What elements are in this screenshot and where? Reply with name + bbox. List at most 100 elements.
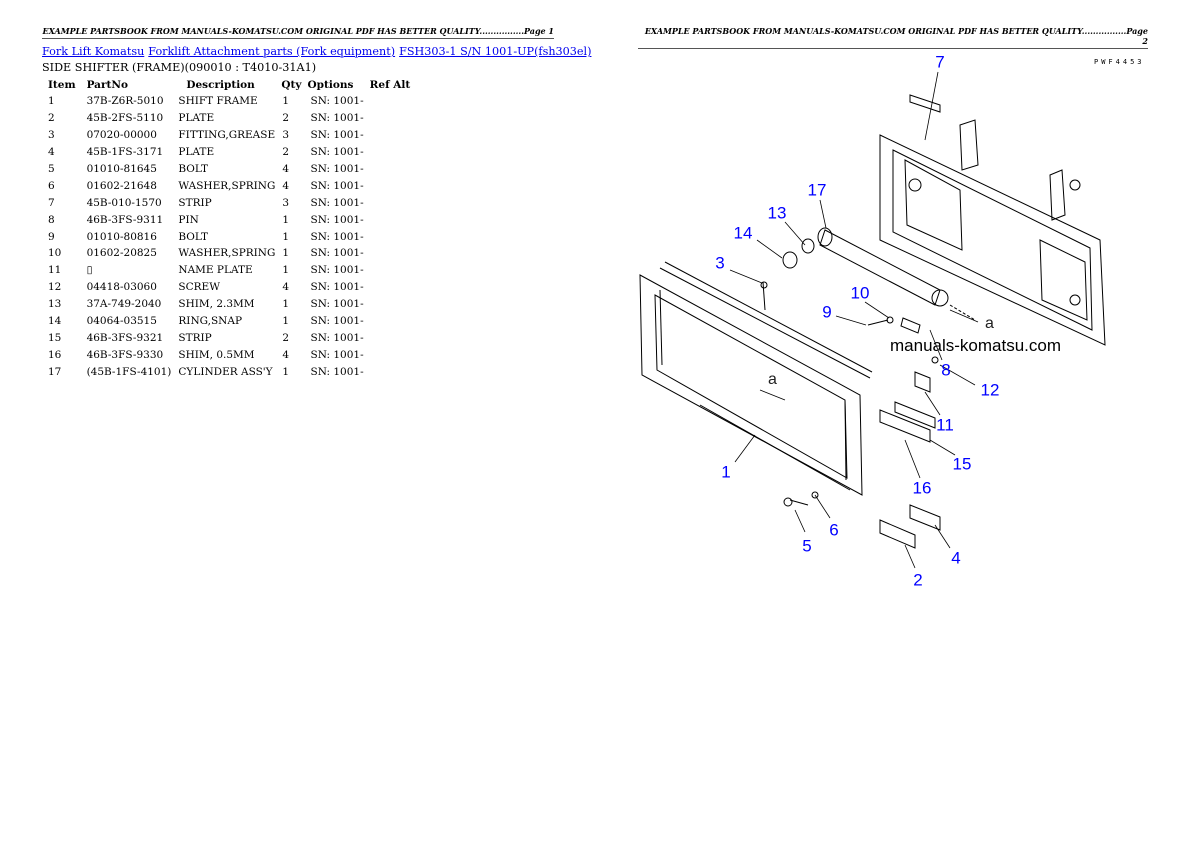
cell-description: BOLT [178,163,209,175]
cell-description: PLATE [178,112,215,125]
cell-options: SN: 1001- [310,129,364,142]
table-row: 8 46B-3FS-9311 PIN 1 SN: 1001- [44,211,413,228]
cell-options: SN: 1001- [310,247,364,260]
cell-options: SN: 1001- [310,365,364,378]
cell-item: 2 [48,112,55,125]
cell-description: PLATE [178,146,215,159]
cell-description: CYLINDER ASS'Y [178,365,273,378]
cell-options: SN: 1001- [310,264,364,277]
cell-ref-alt [367,329,414,346]
cell-description: PIN [178,213,199,226]
front-frame-drawing [639,261,873,496]
callout-3: 3 [715,253,725,273]
cell-description: WASHER,SPRING [178,247,276,260]
cell-qty: 1 [282,213,290,226]
callout-9: 9 [822,302,832,322]
cell-qty: 2 [282,331,290,344]
cell-ref-alt [367,110,414,127]
cell-qty: 4 [282,163,290,175]
breadcrumb-link-model[interactable]: FSH303-1 S/N 1001-UP(fsh303el) [399,45,592,58]
cell-qty: 4 [282,348,290,361]
callout-8: 8 [941,360,951,380]
cell-qty: 1 [282,95,290,108]
page2-header: EXAMPLE PARTSBOOK FROM MANUALS-KOMATSU.C… [638,26,1148,49]
drawing-code: PWF4453 [1094,58,1145,66]
col-item: Item [48,78,76,91]
leader-lines [729,71,979,569]
cell-options: SN: 1001- [310,331,364,344]
col-qty: Qty [281,78,302,91]
cell-item: 13 [48,298,62,311]
cell-options: SN: 1001- [310,298,364,311]
cell-item: 11 [48,264,62,277]
cell-ref-alt [367,194,414,211]
cell-qty: 1 [282,247,290,260]
cell-options: SN: 1001- [310,163,364,175]
cell-partno: 01602-21648 [86,179,157,192]
cell-options: SN: 1001- [310,348,364,361]
cell-partno: 45B-1FS-3171 [86,146,164,159]
cell-qty: 1 [282,298,290,311]
callout-12: 12 [980,380,1000,400]
cell-partno: 04064-03515 [86,315,157,328]
cell-item: 17 [48,365,62,378]
cell-item: 1 [48,95,55,108]
cell-ref-alt [367,93,414,110]
callout-11: 11 [936,415,954,435]
callout-7: 7 [935,52,945,72]
cell-options: SN: 1001- [310,95,364,108]
cell-qty: 3 [282,196,290,209]
cell-qty: 4 [282,281,290,294]
rear-frame-drawing [879,119,1106,346]
cell-item: 5 [48,163,55,175]
callout-14: 14 [733,223,753,243]
callout-15: 15 [952,454,972,474]
cell-ref-alt [367,211,414,228]
cell-item: 8 [48,213,55,226]
callout-1: 1 [721,462,731,482]
cell-description: RING,SNAP [178,315,243,328]
page-title: SIDE SHIFTER (FRAME)(090010 : T4010-31A1… [42,61,317,74]
cell-ref-alt [367,279,414,296]
cell-description: NAME PLATE [178,264,253,277]
breadcrumb-link-attachment[interactable]: Forklift Attachment parts (Fork equipmen… [148,45,396,58]
small-parts-drawing [760,94,941,549]
exploded-parts-diagram [639,71,1106,569]
cell-item: 14 [48,315,62,328]
reference-label-a-2: a [985,315,994,332]
cell-item: 10 [48,247,62,260]
cell-item: 16 [48,348,62,361]
cell-qty: 1 [282,365,290,378]
cell-description: SHIM, 2.3MM [178,298,255,311]
col-options: Options [307,78,354,91]
cell-description: SHIM, 0.5MM [178,348,255,361]
cylinder-drawing [782,227,976,321]
callout-5: 5 [802,536,812,556]
cell-options: SN: 1001- [310,196,364,209]
cell-partno: 46B-3FS-9321 [86,331,164,344]
cell-options: SN: 1001- [310,213,364,226]
cell-qty: 4 [282,179,290,192]
cell-qty: 1 [282,264,290,277]
cell-description: FITTING,GREASE [178,129,276,142]
cell-options: SN: 1001- [310,230,364,243]
cell-ref-alt [367,363,414,380]
col-description: Description [186,78,255,91]
cell-ref-alt [367,144,414,161]
cell-description: WASHER,SPRING [178,179,276,192]
cell-ref-alt [367,346,414,363]
callout-13: 13 [767,203,787,223]
cell-ref-alt [367,245,414,262]
cell-partno: 46B-3FS-9311 [86,213,164,226]
cell-options: SN: 1001- [310,179,364,192]
cell-item: 3 [48,129,55,142]
breadcrumb-link-fork-lift[interactable]: Fork Lift Komatsu [42,45,145,58]
cell-partno: 01602-20825 [86,247,157,260]
